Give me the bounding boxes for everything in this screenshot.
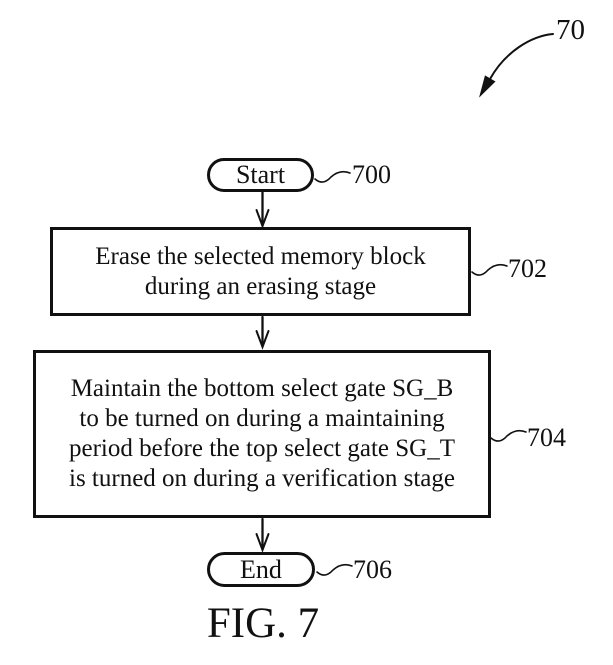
leader-line-704 <box>490 429 527 442</box>
step-702-text-line: Erase the selected memory block <box>95 242 426 270</box>
start-terminal: Start <box>207 158 314 192</box>
leader-line-700 <box>314 170 351 183</box>
end-label: End <box>240 554 282 584</box>
step-704-text-line: to be turned on during a maintaining <box>79 405 445 432</box>
step-704-text-line: Maintain the bottom select gate SG_B <box>70 375 454 402</box>
leader-line-706 <box>316 563 353 576</box>
ref-label-706: 706 <box>353 555 392 584</box>
curved-arrow-70-head-icon <box>479 75 496 98</box>
curved-arrow-70-line <box>489 33 554 80</box>
step-box-maintain: Maintain the bottom select gate SG_B to … <box>33 350 491 518</box>
ref-label-700: 700 <box>352 160 391 189</box>
step-702-text-line: during an erasing stage <box>144 272 377 300</box>
step-box-erase: Erase the selected memory block during a… <box>50 227 471 316</box>
figure-reference-number: 70 <box>556 14 585 46</box>
leader-line-702 <box>471 263 508 276</box>
step-704-text-line: period before the top select gate SG_T <box>69 435 455 462</box>
figure-caption: FIG. 7 <box>206 600 320 647</box>
end-terminal: End <box>207 552 315 587</box>
step-704-text-line: is turned on during a verification stage <box>69 465 455 492</box>
flow-arrow-3-head-icon <box>255 533 270 553</box>
ref-label-702: 702 <box>508 254 547 283</box>
flow-arrow-1-head-icon <box>255 209 270 229</box>
ref-label-704: 704 <box>527 423 566 452</box>
flow-arrow-2-head-icon <box>255 330 270 350</box>
start-label: Start <box>235 160 286 189</box>
